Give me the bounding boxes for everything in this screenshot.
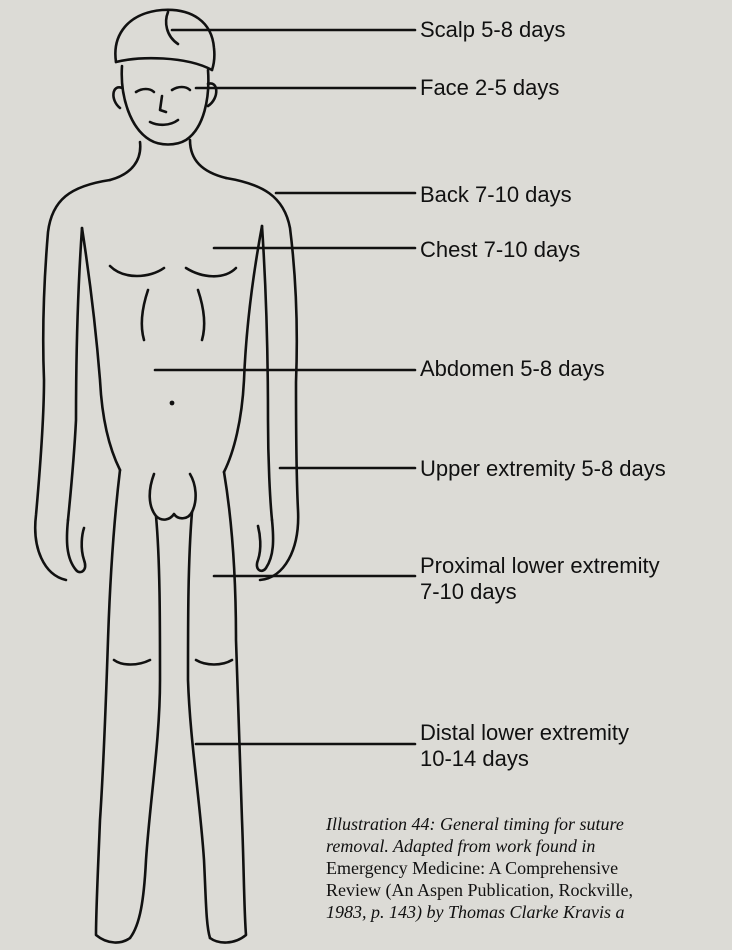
label-scalp: Scalp 5-8 days <box>420 17 566 43</box>
caption-line-1: Illustration 44: General timing for sutu… <box>326 813 732 835</box>
neck-right <box>190 140 226 178</box>
face-left <box>122 66 209 145</box>
neck-left <box>110 142 140 180</box>
eye-right <box>172 87 190 90</box>
knee-left <box>114 660 150 665</box>
right-leg-inner <box>188 512 210 938</box>
caption-line-3: Emergency Medicine: A Comprehensive <box>326 857 732 879</box>
label-face: Face 2-5 days <box>420 75 559 101</box>
label-distal-lower-line2: 10-14 days <box>420 746 629 772</box>
figure-caption: Illustration 44: General timing for sutu… <box>326 813 732 923</box>
label-proximal-lower-extremity: Proximal lower extremity 7-10 days <box>420 553 660 605</box>
caption-line-4: Review (An Aspen Publication, Rockville, <box>326 879 732 901</box>
right-leg-outer <box>210 472 246 943</box>
ear-left <box>113 87 122 108</box>
abdomen-line-right <box>198 290 204 340</box>
left-inner-arm <box>68 228 82 520</box>
genitals <box>150 474 196 520</box>
left-leg-outer <box>96 470 130 943</box>
head-outline <box>115 10 214 70</box>
label-proximal-lower-line1: Proximal lower extremity <box>420 553 660 579</box>
abdomen-line-left <box>142 290 148 340</box>
navel <box>170 401 175 406</box>
torso-left <box>82 228 120 470</box>
left-hand <box>67 520 85 572</box>
label-back: Back 7-10 days <box>420 182 572 208</box>
label-distal-lower-line1: Distal lower extremity <box>420 720 629 746</box>
pec-left <box>110 266 164 276</box>
label-upper-extremity: Upper extremity 5-8 days <box>420 456 666 482</box>
hairline <box>116 58 212 70</box>
label-abdomen: Abdomen 5-8 days <box>420 356 605 382</box>
label-chest: Chest 7-10 days <box>420 237 580 263</box>
left-leg-inner <box>130 516 160 938</box>
caption-line-5: 1983, p. 143) by Thomas Clarke Kravis a <box>326 901 732 923</box>
mouth <box>150 120 178 125</box>
label-proximal-lower-line2: 7-10 days <box>420 579 660 605</box>
torso-right <box>224 226 262 472</box>
label-distal-lower-extremity: Distal lower extremity 10-14 days <box>420 720 629 772</box>
caption-line-2: removal. Adapted from work found in <box>326 835 732 857</box>
hair-part <box>166 12 178 44</box>
right-hand <box>257 520 273 571</box>
eye-left <box>136 89 154 92</box>
pec-right <box>186 268 236 276</box>
nose <box>160 96 166 112</box>
right-inner-arm <box>262 226 272 520</box>
knee-right <box>196 660 232 665</box>
